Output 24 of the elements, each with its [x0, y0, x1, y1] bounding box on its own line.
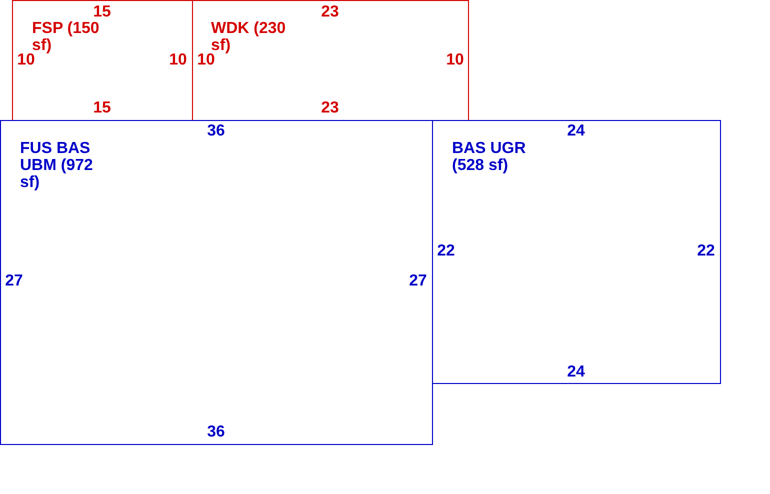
area-label: FUS BAS UBM (972 sf) — [20, 140, 94, 191]
dimension-label: 27 — [5, 272, 23, 290]
dimension-label: 10 — [17, 52, 35, 68]
dimension-label: 36 — [207, 424, 225, 440]
dimension-label: 15 — [93, 4, 111, 20]
area-label: FSP (150 sf) — [32, 20, 100, 54]
dimension-label: 10 — [446, 52, 464, 68]
dimension-label: 27 — [409, 272, 427, 290]
dimension-label: 24 — [567, 364, 585, 380]
plan-area-outline — [12, 0, 193, 121]
plan-area-outline — [0, 120, 433, 445]
dimension-label: 36 — [207, 122, 225, 140]
area-label: BAS UGR (528 sf) — [452, 140, 527, 174]
dimension-label: 24 — [567, 122, 585, 140]
plan-area-outline — [192, 0, 469, 121]
dimension-label: 10 — [197, 52, 215, 68]
dimension-label: 10 — [169, 52, 187, 68]
dimension-label: 22 — [437, 242, 455, 260]
dimension-label: 15 — [93, 100, 111, 116]
dimension-label: 23 — [321, 100, 339, 116]
area-label: WDK (230 sf) — [211, 20, 287, 54]
dimension-label: 23 — [321, 4, 339, 20]
plan-area-outline — [432, 120, 721, 384]
dimension-label: 22 — [697, 242, 715, 260]
